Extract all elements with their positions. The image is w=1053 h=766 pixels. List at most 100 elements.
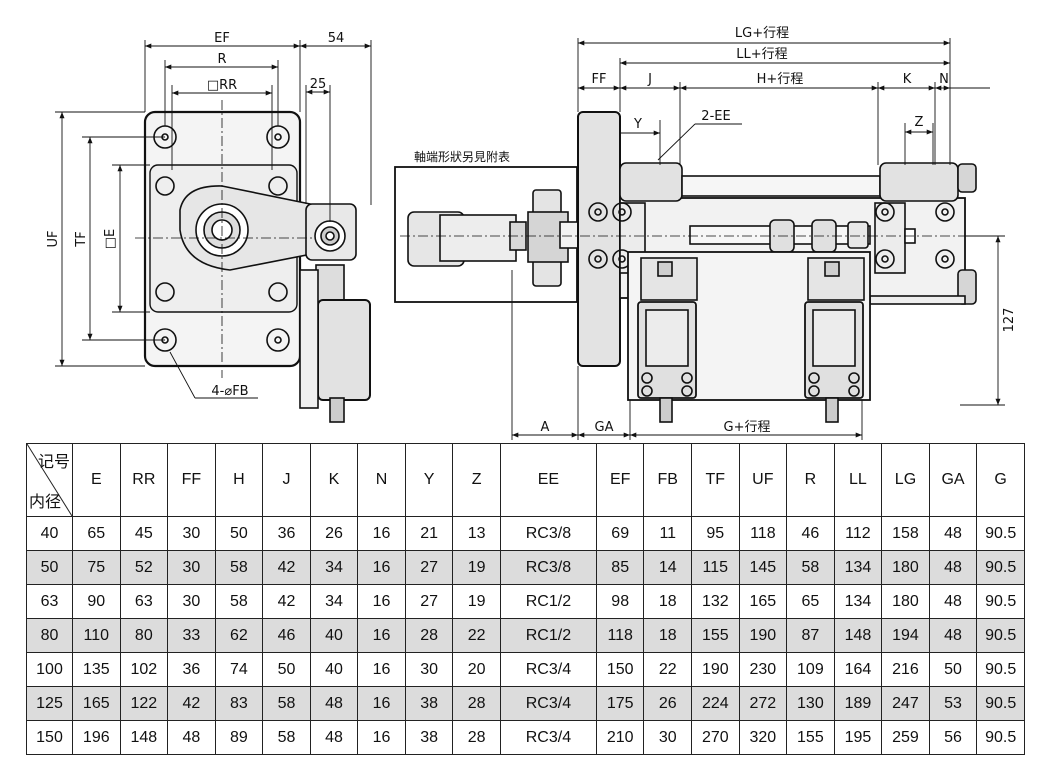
- table-cell: 247: [881, 686, 930, 721]
- table-cell: 69: [595, 516, 645, 551]
- table-cell: 58: [262, 720, 311, 755]
- table-cell: 135: [72, 652, 121, 687]
- dim-54-label: 54: [328, 31, 345, 46]
- table-cell: 48: [928, 584, 978, 619]
- column-header: LG: [881, 443, 930, 517]
- column-header: R: [786, 443, 835, 517]
- table-cell: 30: [167, 516, 216, 551]
- left-view-dimensions: [55, 40, 372, 399]
- table-cell: 36: [167, 652, 216, 687]
- table-cell: 40: [309, 618, 359, 653]
- table-cell: 28: [452, 686, 501, 721]
- column-header: H: [214, 443, 264, 517]
- dim-j-label: J: [647, 72, 652, 87]
- table-cell: 18: [643, 584, 693, 619]
- table-cell: 21: [404, 516, 454, 551]
- table-cell: 145: [738, 550, 788, 585]
- technical-drawing: EF 54 R □RR 25 UF TF □E 4-⌀FB: [46, 26, 1017, 440]
- table-cell: 98: [595, 584, 645, 619]
- dim-rr-label: □RR: [207, 78, 237, 93]
- dim-k-label: K: [903, 72, 912, 87]
- limit-switch-icon: [804, 257, 865, 423]
- column-header: N: [357, 443, 406, 517]
- right-view-labels: LG+行程 LL+行程 FF J H+行程 K N Y 2-EE Z 軸端形狀另…: [414, 26, 1017, 435]
- table-cell: 118: [738, 516, 788, 551]
- table-cell: 90.5: [976, 584, 1025, 619]
- dim-h-label: H+行程: [757, 72, 804, 87]
- table-cell: 26: [309, 516, 359, 551]
- table-cell: 259: [881, 720, 930, 755]
- table-cell: 148: [833, 618, 883, 653]
- table-cell: RC3/4: [499, 720, 597, 755]
- bore-cell: 40: [26, 516, 73, 551]
- table-cell: 18: [643, 618, 693, 653]
- column-header: RR: [119, 443, 169, 517]
- table-cell: 87: [786, 618, 835, 653]
- left-view-labels: EF 54 R □RR 25 UF TF □E 4-⌀FB: [46, 31, 344, 399]
- table-cell: 148: [119, 720, 169, 755]
- table-cell: 95: [691, 516, 740, 551]
- column-header: Y: [404, 443, 454, 517]
- column-header: LL: [833, 443, 883, 517]
- table-cell: 155: [691, 618, 740, 653]
- table-cell: 224: [691, 686, 740, 721]
- table-cell: 48: [928, 516, 978, 551]
- table-cell: 58: [262, 686, 311, 721]
- table-cell: 58: [214, 550, 264, 585]
- table-cell: 38: [404, 720, 454, 755]
- bore-cell: 63: [26, 584, 73, 619]
- bore-cell: 50: [26, 550, 73, 585]
- table-cell: RC3/4: [499, 686, 597, 721]
- table-cell: 83: [214, 686, 264, 721]
- table-cell: 90: [72, 584, 121, 619]
- dim-n-label: N: [939, 72, 949, 87]
- dim-ee-label: 2-EE: [701, 109, 730, 124]
- dim-z-label: Z: [915, 115, 924, 130]
- table-cell: 22: [452, 618, 501, 653]
- table-cell: 65: [786, 584, 835, 619]
- table-cell: 110: [72, 618, 121, 653]
- limit-switch-icon: [637, 257, 698, 423]
- table-cell: 112: [833, 516, 883, 551]
- table-cell: 42: [262, 584, 311, 619]
- dim-r-label: R: [217, 52, 226, 67]
- table-cell: 48: [928, 618, 978, 653]
- table-cell: 16: [357, 686, 406, 721]
- right-view-dimensions: [511, 38, 1005, 440]
- table-cell: 30: [167, 550, 216, 585]
- table-cell: 36: [262, 516, 311, 551]
- table-cell: 48: [309, 720, 359, 755]
- table-cell: 16: [357, 584, 406, 619]
- table-cell: 30: [167, 584, 216, 619]
- table-cell: 150: [595, 652, 645, 687]
- column-header: EE: [499, 443, 597, 517]
- table-cell: 158: [881, 516, 930, 551]
- table-cell: 90.5: [976, 550, 1025, 585]
- table-header-row: 记号 内径 E RR FF H J K N Y Z EE EF FB TF UF…: [26, 443, 1025, 517]
- corner-top-label: 记号: [37, 454, 70, 471]
- table-cell: 89: [214, 720, 264, 755]
- table-cell: 109: [786, 652, 835, 687]
- table-cell: 28: [452, 720, 501, 755]
- table-cell: 33: [167, 618, 216, 653]
- table-cell: 20: [452, 652, 501, 687]
- table-cell: 65: [72, 516, 121, 551]
- column-header: GA: [928, 443, 978, 517]
- dim-ef-label: EF: [214, 31, 230, 46]
- table-cell: 16: [357, 618, 406, 653]
- table-cell: 272: [738, 686, 788, 721]
- table-cell: 52: [119, 550, 169, 585]
- table-cell: 180: [881, 584, 930, 619]
- table-cell: 11: [643, 516, 693, 551]
- table-cell: 38: [404, 686, 454, 721]
- table-cell: 122: [119, 686, 169, 721]
- column-header: E: [72, 443, 121, 517]
- table-cell: 90.5: [976, 516, 1025, 551]
- dim-ff-label: FF: [592, 72, 607, 87]
- table-cell: 165: [738, 584, 788, 619]
- table-cell: 53: [928, 686, 978, 721]
